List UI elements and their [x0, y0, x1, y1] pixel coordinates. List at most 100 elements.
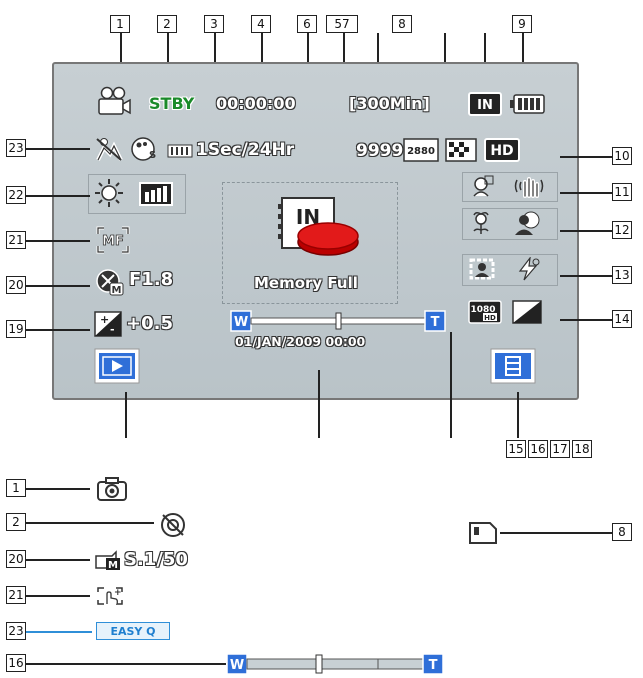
flash-effect-icon [514, 257, 542, 281]
leader-line [26, 559, 90, 561]
callout-8: 8 [392, 15, 412, 33]
scene-off-icon [94, 136, 124, 162]
callout-18: 18 [572, 440, 592, 458]
legend-callout-2: 2 [6, 513, 26, 531]
leader-line [26, 488, 90, 490]
leader-line [450, 332, 452, 438]
zoom-bar: W T [230, 309, 446, 333]
memory-full-icon: IN [276, 194, 362, 260]
lcd-screen: STBY 00:00:00 [300Min] IN [52, 62, 579, 400]
callout-14: 14 [612, 310, 632, 328]
leader-line [560, 156, 612, 158]
resolution-icon: 2880 [403, 138, 439, 162]
callout-57: 57 [326, 15, 358, 33]
callout-15: 15 [506, 440, 526, 458]
legend-callout-16: 16 [6, 654, 26, 672]
callout-10: 10 [612, 147, 632, 165]
leader-line [560, 230, 612, 232]
callout-13: 13 [612, 266, 632, 284]
callout-6: 6 [297, 15, 317, 33]
photo-camera-icon [96, 476, 128, 502]
leader-line [26, 595, 90, 597]
time-lapse-interval: 1Sec/24Hr [196, 140, 295, 160]
leader-line [26, 148, 90, 150]
callout-4: 4 [251, 15, 271, 33]
hd-icon: HD [484, 138, 520, 162]
callout-2: 2 [157, 15, 177, 33]
photo-count: 9999 [356, 141, 404, 161]
leader-line [26, 195, 90, 197]
leader-line [26, 285, 90, 287]
timecode: 00:00:00 [216, 94, 296, 113]
aperture-value: F1.8 [129, 269, 174, 290]
svg-text:+: + [114, 588, 122, 598]
aperture-manual-icon: M [94, 268, 124, 296]
legend-callout-1: 1 [6, 479, 26, 497]
manual-focus-icon: MF [96, 226, 130, 254]
legend-callout-20: 20 [6, 550, 26, 568]
callout-21: 21 [6, 231, 26, 249]
legend-callout-23: 23 [6, 622, 26, 640]
face-detect-icon [470, 174, 494, 198]
memory-full-text: Memory Full [254, 274, 358, 292]
legend-zoom-bar: W T [226, 652, 446, 676]
portrait-frame-icon [468, 257, 496, 281]
leader-line [500, 532, 612, 534]
callout-17: 17 [550, 440, 570, 458]
backlight-icon [512, 210, 542, 236]
legend-zoom-wide-text: W [230, 658, 244, 673]
leader-line [318, 370, 320, 438]
leader-line [560, 319, 612, 321]
storage-badge-text: IN [477, 98, 493, 113]
zoom-tele-text: T [431, 315, 440, 330]
svg-text:+: + [100, 313, 109, 326]
callout-11: 11 [612, 183, 632, 201]
hd-1080-icon: 1080 HD [468, 300, 502, 324]
leader-line [26, 631, 92, 633]
legend-callout-8: 8 [612, 523, 632, 541]
callout-22: 22 [6, 186, 26, 204]
callout-19: 19 [6, 320, 26, 338]
time-lapse-icon [167, 144, 193, 158]
leader-line [560, 275, 612, 277]
svg-text:M: M [112, 285, 122, 296]
mf-text: MF [102, 234, 124, 249]
digital-effect-icon: S [130, 136, 160, 162]
shutter-level-icon [139, 182, 173, 206]
legend-callout-21: 21 [6, 586, 26, 604]
resolution-badge-text: 2880 [407, 146, 435, 157]
menu-button[interactable] [490, 348, 536, 384]
message-box [222, 182, 398, 304]
contrast-icon [512, 300, 542, 324]
leader-line [26, 522, 154, 524]
scene-group [462, 208, 558, 240]
leader-line [26, 329, 90, 331]
svg-text:-: - [110, 323, 115, 336]
leader-line [522, 33, 524, 88]
callout-20: 20 [6, 276, 26, 294]
play-button[interactable] [94, 348, 140, 384]
exposure-value: +0.5 [126, 313, 173, 334]
zoom-wide-text: W [234, 315, 248, 330]
shake-off-icon [158, 510, 188, 540]
leader-line [484, 33, 486, 88]
badge-1080-text: 1080 [470, 305, 495, 315]
shutter-speed-value: S.1/50 [124, 549, 188, 570]
callout-3: 3 [204, 15, 224, 33]
white-balance-group [88, 174, 186, 214]
memory-card-icon [468, 521, 498, 545]
svg-text:M: M [108, 560, 118, 571]
stabilizer-group [462, 172, 558, 202]
anti-shake-icon [512, 174, 546, 198]
status-standby: STBY [149, 94, 195, 113]
date-time: 01/JAN/2009 00:00 [235, 334, 366, 349]
macro-flower-icon [468, 210, 494, 236]
callout-1: 1 [110, 15, 130, 33]
callout-12: 12 [612, 221, 632, 239]
legend-zoom-tele-text: T [429, 658, 438, 673]
internal-memory-icon: IN [468, 92, 502, 116]
leader-line [26, 240, 90, 242]
quality-icon [445, 138, 477, 162]
callout-16: 16 [528, 440, 548, 458]
callout-9: 9 [512, 15, 532, 33]
